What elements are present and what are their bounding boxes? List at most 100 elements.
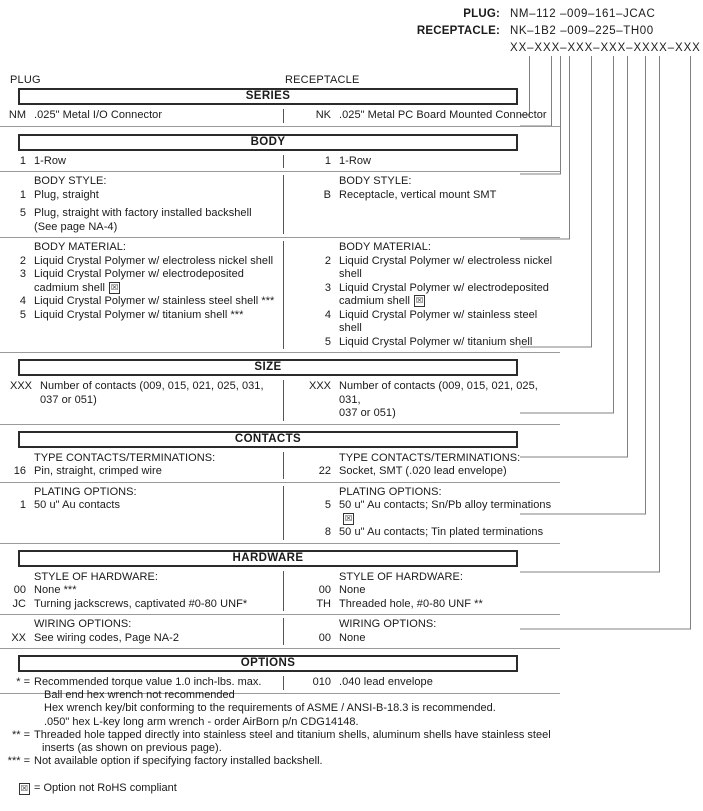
option-row[interactable]: 8 50 u" Au contacts; Tin plated terminat…: [297, 526, 560, 540]
footnote-body: = Option not RoHS compliant: [34, 782, 177, 795]
footnote-line: Not available option if specifying facto…: [34, 755, 323, 768]
option-row[interactable]: 5 Liquid Crystal Polymer w/ titanium she…: [0, 309, 283, 323]
option-desc: .040 lead envelope: [339, 676, 433, 688]
footnote-body: Not available option if specifying facto…: [34, 755, 660, 768]
option-row[interactable]: 1 1-Row: [0, 155, 283, 169]
option-row[interactable]: XX See wiring codes, Page NA-2: [0, 632, 283, 646]
option-row[interactable]: 3 Liquid Crystal Polymer w/ electrodepos…: [297, 282, 560, 309]
group-contacts-plating-receptacle: PLATING OPTIONS: 5 50 u" Au contacts; Sn…: [283, 483, 560, 543]
option-row[interactable]: NK .025" Metal PC Board Mounted Connecto…: [297, 109, 560, 123]
option-row[interactable]: 5 Liquid Crystal Polymer w/ titanium she…: [297, 336, 560, 350]
subhead-body-material: BODY MATERIAL:: [34, 241, 126, 253]
section-title-hardware: HARDWARE: [232, 551, 304, 564]
option-desc: Liquid Crystal Polymer w/ titanium shell: [339, 335, 533, 348]
group-body-style-receptacle: BODY STYLE: B Receptacle, vertical mount…: [283, 172, 560, 237]
option-code: 2: [19, 254, 26, 267]
group-contacts-type-receptacle: TYPE CONTACTS/TERMINATIONS: 22 Socket, S…: [283, 449, 560, 482]
footnote-line: Threaded hole tapped directly into stain…: [34, 728, 551, 741]
subhead-type-contacts: TYPE CONTACTS/TERMINATIONS:: [339, 451, 521, 464]
group-body-material-plug: BODY MATERIAL: 2 Liquid Crystal Polymer …: [0, 238, 283, 352]
option-row[interactable]: NM .025" Metal I/O Connector: [0, 109, 283, 123]
option-row[interactable]: 4 Liquid Crystal Polymer w/ stainless st…: [297, 309, 560, 336]
receptacle-part-number: NK–1B2 –009–225–TH00: [510, 25, 654, 37]
option-desc: Liquid Crystal Polymer w/ titanium shell…: [34, 308, 244, 321]
option-desc: 1-Row: [34, 154, 67, 167]
footnotes: * = Recommended torque value 1.0 inch-lb…: [0, 676, 660, 796]
option-row[interactable]: 2 Liquid Crystal Polymer w/ electroless …: [297, 255, 560, 282]
option-code: 4: [324, 308, 331, 321]
section-band-series: SERIES: [18, 88, 518, 105]
rohs-icon: ☒: [343, 512, 355, 525]
part-number-row-receptacle: RECEPTACLE: NK–1B2 –009–225–TH00: [380, 25, 703, 42]
subhead-style-of-hardware: STYLE OF HARDWARE:: [34, 570, 158, 583]
option-row[interactable]: 2 Liquid Crystal Polymer w/ electroless …: [0, 255, 283, 269]
option-row[interactable]: B Receptacle, vertical mount SMT: [297, 189, 560, 203]
group-contacts-plating: PLATING OPTIONS: 1 50 u" Au contacts PLA…: [0, 481, 560, 543]
option-desc: Turning jackscrews, captivated #0-80 UNF…: [34, 597, 248, 610]
rohs-icon: ☒: [413, 295, 426, 307]
section-title-options: OPTIONS: [240, 657, 296, 669]
subhead-plating-options: PLATING OPTIONS:: [339, 485, 442, 498]
option-desc: Liquid Crystal Polymer w/ stainless stee…: [34, 295, 275, 307]
subhead-style-of-hardware: STYLE OF HARDWARE:: [339, 570, 463, 583]
group-hardware-style-plug: STYLE OF HARDWARE: 00 None *** JC Turnin…: [0, 568, 283, 615]
option-code: 010: [312, 676, 331, 688]
option-desc: .025" Metal I/O Connector: [34, 109, 163, 121]
option-code: 4: [19, 295, 26, 307]
section-band-body: BODY: [18, 133, 518, 151]
option-code: XX: [11, 631, 26, 644]
option-code: 16: [13, 465, 26, 477]
option-desc: 50 u" Au contacts: [34, 499, 121, 511]
footnote-body: Threaded hole tapped directly into stain…: [34, 729, 660, 755]
subhead-wiring-options: WIRING OPTIONS:: [34, 618, 132, 630]
option-row[interactable]: 22 Socket, SMT (.020 lead envelope): [297, 465, 560, 479]
option-row[interactable]: 5 50 u" Au contacts; Sn/Pb alloy termina…: [297, 499, 560, 526]
option-desc-line1: Number of contacts (009, 015, 021, 025, …: [339, 380, 538, 406]
option-desc: Number of contacts (009, 015, 021, 025, …: [40, 380, 264, 407]
option-row[interactable]: 4 Liquid Crystal Polymer w/ stainless st…: [0, 295, 283, 309]
option-code: 2: [324, 254, 331, 267]
option-row[interactable]: 00 None ***: [0, 584, 283, 598]
option-code: 5: [19, 207, 26, 219]
option-row[interactable]: 1 Plug, straight: [0, 189, 283, 203]
part-number-row-plug: PLUG: NM–112 –009–161–JCAC: [380, 8, 703, 25]
section-title-body: BODY: [250, 135, 286, 148]
option-row[interactable]: 5 Plug, straight with factory installed …: [0, 207, 283, 234]
option-row[interactable]: 00 None: [297, 584, 560, 598]
option-desc-line1: Liquid Crystal Polymer w/ electrodeposit…: [339, 281, 549, 294]
group-hardware-wiring-plug: WIRING OPTIONS: XX See wiring codes, Pag…: [0, 615, 283, 648]
option-row[interactable]: 16 Pin, straight, crimped wire: [0, 465, 283, 479]
option-code: 00: [318, 631, 331, 644]
option-row[interactable]: 010 .040 lead envelope: [297, 676, 560, 690]
footnote-marker: ** =: [11, 728, 30, 741]
option-desc: Socket, SMT (.020 lead envelope): [339, 465, 507, 477]
option-row[interactable]: 00 None: [297, 632, 560, 646]
group-options-receptacle: 010 .040 lead envelope: [283, 673, 560, 693]
footnote-body: Recommended torque value 1.0 inch-lbs. m…: [34, 676, 660, 729]
option-row[interactable]: 1 50 u" Au contacts: [0, 499, 283, 513]
option-row[interactable]: 3 Liquid Crystal Polymer w/ electrodepos…: [0, 268, 283, 295]
option-row[interactable]: TH Threaded hole, #0-80 UNF **: [297, 598, 560, 612]
option-row[interactable]: XXX Number of contacts (009, 015, 021, 0…: [297, 380, 560, 421]
row-separator: [0, 352, 560, 353]
group-hardware-style: STYLE OF HARDWARE: 00 None *** JC Turnin…: [0, 568, 560, 615]
section-band-options: OPTIONS: [18, 655, 518, 672]
option-desc: None: [339, 631, 366, 644]
option-code: 00: [318, 584, 331, 596]
group-body-material: BODY MATERIAL: 2 Liquid Crystal Polymer …: [0, 237, 560, 352]
option-code: 8: [324, 526, 331, 538]
option-row[interactable]: JC Turning jackscrews, captivated #0-80 …: [0, 598, 283, 612]
rohs-icon: ☒: [18, 783, 30, 796]
option-code: NK: [315, 109, 331, 121]
option-row[interactable]: XXX Number of contacts (009, 015, 021, 0…: [0, 380, 283, 407]
row-separator: [0, 125, 560, 127]
option-row[interactable]: 1 1-Row: [297, 155, 560, 169]
group-series: NM .025" Metal I/O Connector NK .025" Me…: [0, 106, 560, 126]
receptacle-label: RECEPTACLE:: [416, 25, 500, 37]
group-hardware-wiring: WIRING OPTIONS: XX See wiring codes, Pag…: [0, 614, 560, 648]
section-title-size: SIZE: [254, 361, 282, 373]
section-title-contacts: CONTACTS: [234, 432, 302, 445]
footnote-triple-asterisk: *** = Not available option if specifying…: [0, 755, 660, 768]
group-contacts-type-plug: TYPE CONTACTS/TERMINATIONS: 16 Pin, stra…: [0, 449, 283, 482]
option-code: 3: [324, 281, 331, 294]
